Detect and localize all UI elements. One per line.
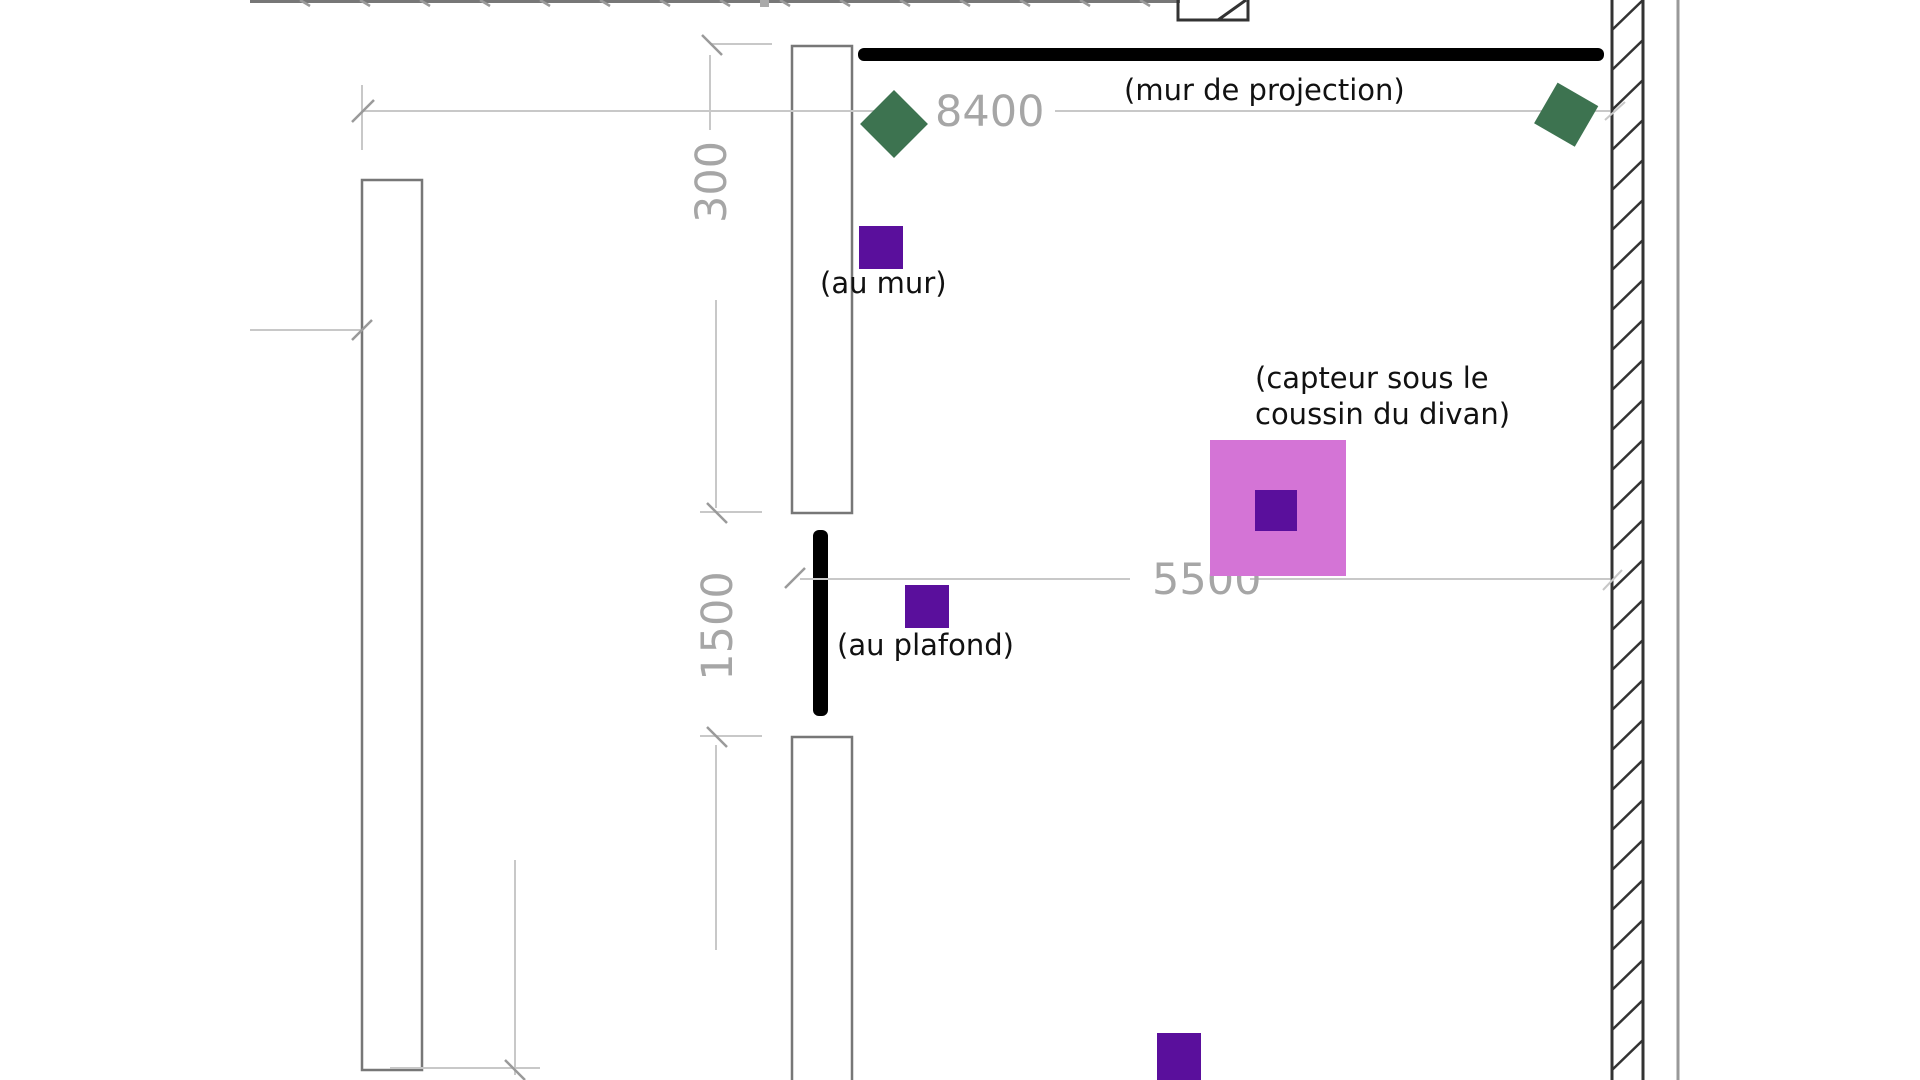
- note-wall: (au mur): [820, 266, 947, 300]
- middle-wall-upper: [790, 44, 854, 515]
- lower-left-dimension: [390, 860, 540, 1080]
- projection-wall-bar: [858, 48, 1604, 61]
- marker-diamond-left: [860, 90, 928, 158]
- right-hatched-wall: [1610, 0, 1680, 1080]
- sensor-bottom: [1157, 1033, 1201, 1080]
- marker-diamond-right: [1534, 82, 1599, 147]
- sensor-wall: [859, 226, 903, 269]
- vertical-dimension-line: [700, 34, 772, 950]
- sensor-ceiling: [905, 585, 949, 628]
- dimension-label-1500: 1500: [693, 571, 743, 680]
- sensor-cushion: [1255, 490, 1297, 531]
- door-bar: [813, 530, 828, 716]
- top-wall: [250, 0, 1180, 8]
- door-symbol: [1176, 0, 1250, 22]
- dimension-label-300: 300: [687, 141, 737, 223]
- left-wall-outline: [360, 178, 424, 1072]
- note-ceiling: (au plafond): [837, 628, 1014, 662]
- dimension-label-8400: 8400: [935, 87, 1044, 137]
- note-cushion-line-1: (capteur sous le: [1255, 361, 1489, 395]
- note-cushion-line-2: coussin du divan): [1255, 397, 1510, 431]
- dimension-line-5500: [784, 567, 1623, 591]
- dimension-line-8400: [351, 85, 1626, 150]
- note-projection-wall: (mur de projection): [1124, 73, 1405, 107]
- middle-wall-lower: [790, 735, 854, 1080]
- left-dimension-stub: [250, 319, 373, 341]
